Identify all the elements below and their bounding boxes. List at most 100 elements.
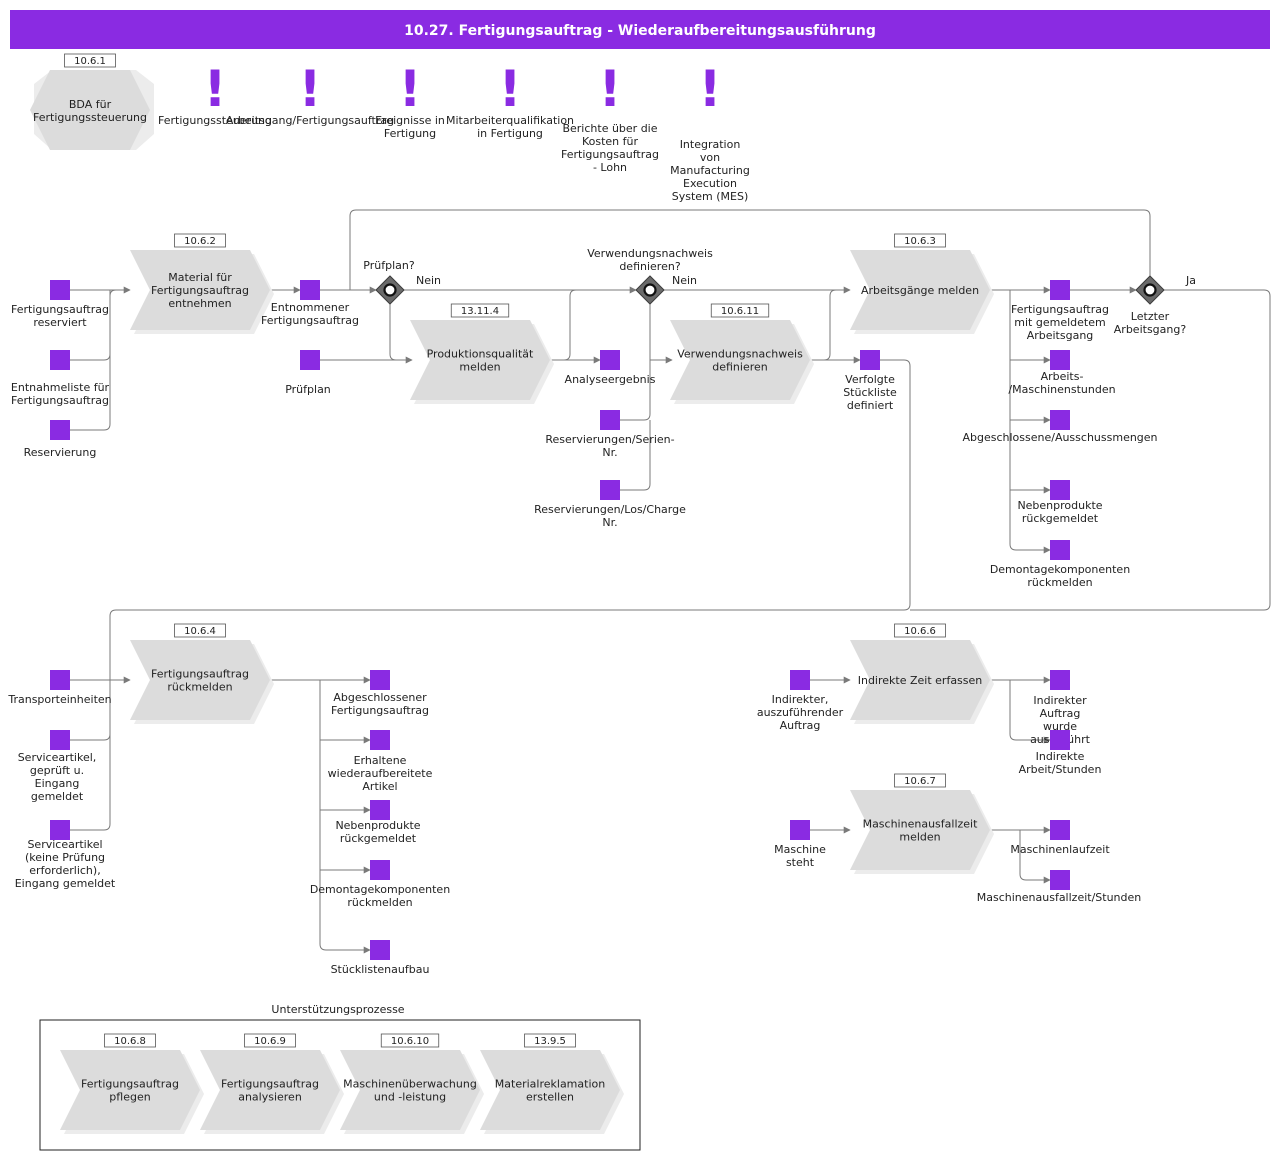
data-object-square [790, 820, 810, 840]
data-object-square [1050, 870, 1070, 890]
process-chevron[interactable] [850, 640, 990, 720]
data-object-label: Transporteinheiten [7, 693, 111, 706]
data-object-square [370, 940, 390, 960]
reference-badge [710, 303, 770, 318]
data-object[interactable]: Arbeits-/Maschinenstunden [1008, 350, 1116, 396]
reference-badge [244, 1033, 296, 1048]
process-chevron[interactable] [340, 1050, 480, 1130]
data-object[interactable]: Analyseergebnis [565, 350, 656, 386]
data-object-square [600, 480, 620, 500]
data-object-square [50, 280, 70, 300]
gateway-ring-icon [1143, 283, 1157, 297]
data-object[interactable]: Maschinenausfallzeit/Stunden [977, 870, 1142, 904]
reference-badge [104, 1033, 156, 1048]
data-object[interactable]: Abgeschlossene/Ausschussmengen [962, 410, 1158, 444]
data-object-square [1050, 820, 1070, 840]
alert-item[interactable]: !Arbeitsgang/Fertigungsauftrag [226, 60, 394, 127]
data-object-square [50, 350, 70, 370]
data-object-square [370, 670, 390, 690]
data-object-square [50, 820, 70, 840]
data-object-label: Analyseergebnis [565, 373, 656, 386]
process-chevron[interactable] [850, 250, 990, 330]
process-chevron[interactable] [200, 1050, 340, 1130]
data-object[interactable]: Reservierungen/Serien-Nr. [545, 410, 675, 459]
gateway-branch-label: Nein [672, 274, 697, 287]
process-chevron[interactable] [130, 250, 270, 330]
process-chevron[interactable] [130, 640, 270, 720]
reference-badge [894, 623, 946, 638]
data-object-label: Stücklistenaufbau [331, 963, 430, 976]
data-object[interactable]: Reservierung [24, 420, 97, 459]
reference-number: 10.6.4 [184, 626, 216, 637]
bda-hexagon[interactable] [30, 70, 150, 150]
reference-badge [450, 303, 510, 318]
alert-label: Fertigungssteuerung [158, 114, 272, 127]
data-object[interactable]: Maschinenlaufzeit [1010, 820, 1110, 856]
decision-gateway[interactable]: Prüfplan?Nein [363, 259, 441, 305]
data-object[interactable]: IndirekterAuftragwurdeausgeführt [1030, 670, 1091, 746]
reference-number: 10.6.8 [114, 1036, 146, 1047]
process-chevron[interactable] [410, 320, 550, 400]
data-object[interactable]: Prüfplan [285, 350, 331, 396]
process-chevron[interactable] [60, 1050, 200, 1130]
data-object[interactable]: Stücklistenaufbau [331, 940, 430, 976]
process-chevron[interactable] [850, 790, 990, 870]
data-object-square [1050, 280, 1070, 300]
reference-number: 10.6.6 [904, 626, 936, 637]
reference-number: 13.9.5 [534, 1036, 566, 1047]
data-object[interactable]: Transporteinheiten [7, 670, 112, 706]
process-chevron[interactable] [480, 1050, 620, 1130]
process-chevron[interactable] [670, 320, 810, 400]
data-object-square [600, 350, 620, 370]
data-object-square [1050, 410, 1070, 430]
reference-number: 10.6.3 [904, 236, 936, 247]
alert-item[interactable]: !Fertigungssteuerung [158, 60, 272, 127]
exclamation-icon: ! [599, 60, 622, 118]
